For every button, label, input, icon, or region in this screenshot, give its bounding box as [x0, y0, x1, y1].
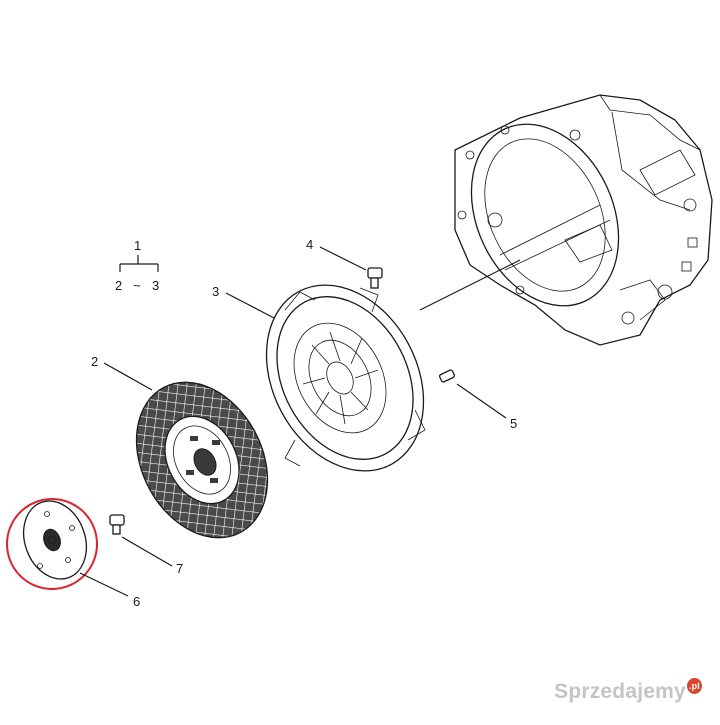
callout-group-1: 1 [134, 238, 141, 253]
flange-plate [23, 500, 87, 580]
watermark-tld: .pl [686, 678, 702, 694]
dowel-pin-5 [438, 369, 456, 383]
group-bracket: 1 2 ~ 3 [115, 238, 159, 293]
callout-4-group: 4 [306, 237, 367, 271]
bolt-4 [367, 267, 383, 289]
callout-5-group: 5 [456, 383, 517, 431]
leader-housing [419, 259, 521, 311]
callout-group-3: 3 [152, 278, 159, 293]
highlight-circle [6, 498, 98, 590]
callout-3-group: 3 [212, 284, 275, 319]
callout-7-group: 7 [121, 536, 183, 576]
callout-6: 6 [133, 594, 140, 609]
callout-2: 2 [91, 354, 98, 369]
transmission-housing [454, 94, 713, 346]
bolt-7 [109, 514, 125, 535]
range-separator: ~ [133, 278, 141, 293]
callout-3: 3 [212, 284, 219, 299]
callout-7: 7 [176, 561, 183, 576]
watermark-logo: Sprzedajemy.pl [554, 678, 702, 704]
callout-group-2: 2 [115, 278, 122, 293]
callout-2-group: 2 [91, 354, 153, 391]
pressure-plate [265, 284, 426, 472]
callout-5: 5 [510, 416, 517, 431]
callout-6-group: 6 [79, 572, 140, 609]
watermark-name: Sprzedajemy [554, 680, 686, 703]
clutch-disc [135, 381, 269, 539]
callout-4: 4 [306, 237, 313, 252]
